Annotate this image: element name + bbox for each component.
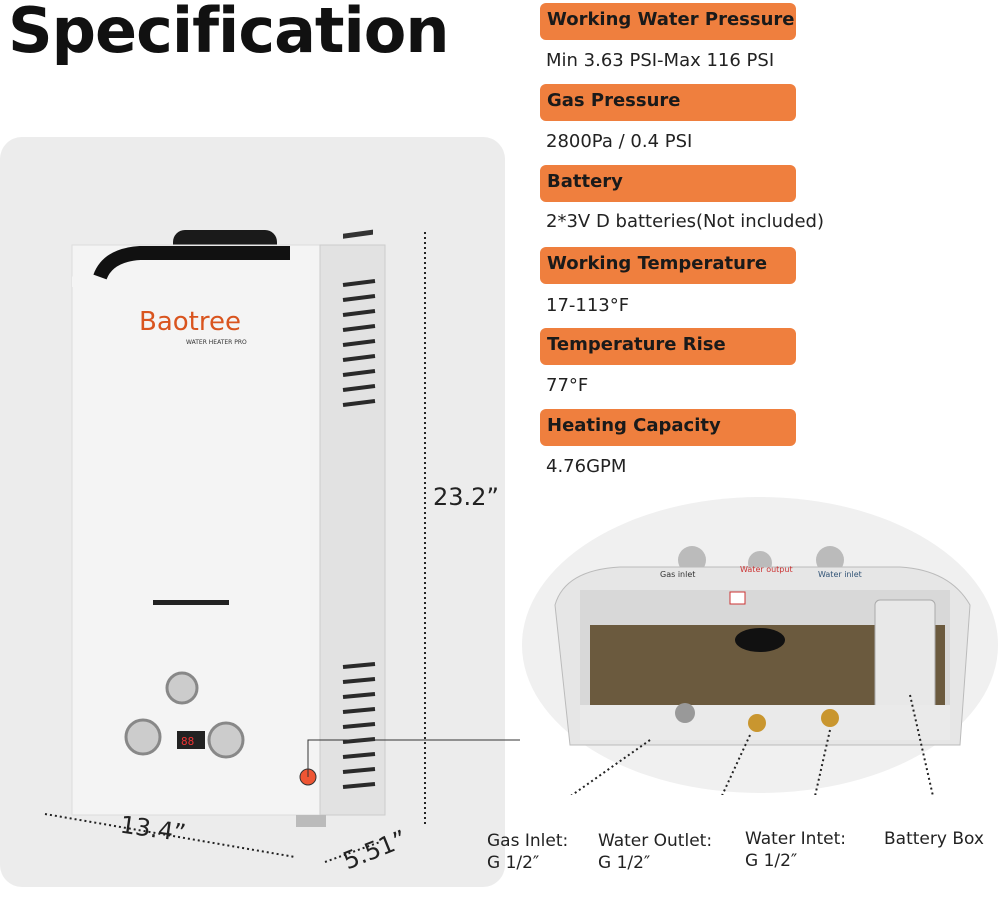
spec-label: Working Water Pressure xyxy=(540,3,796,40)
port-name: Gas Inlet: xyxy=(487,831,569,851)
brand-logo-text: Baotree xyxy=(139,307,241,337)
spec-label: Battery xyxy=(540,165,796,202)
port-gas-inlet: Gas Inlet:G 1/2″ xyxy=(487,830,568,874)
port-water-inlet: Water Intet:G 1/2″ xyxy=(745,828,846,872)
port-battery-box: Battery Box xyxy=(884,828,984,850)
port-size: G 1/2″ xyxy=(487,853,540,873)
spec-label: Gas Pressure xyxy=(540,84,796,121)
page-title: Specification xyxy=(8,0,450,67)
port-size: G 1/2″ xyxy=(745,851,798,871)
tag-water-output: Water output xyxy=(740,565,793,574)
spec-value: 4.76GPM xyxy=(546,456,627,477)
bottom-view-inset xyxy=(522,497,998,795)
height-dimension: 23.2” xyxy=(433,483,499,511)
spec-value: 17-113°F xyxy=(546,295,630,316)
spec-label: Working Temperature xyxy=(540,247,796,284)
port-water-outlet: Water Outlet:G 1/2″ xyxy=(598,830,712,874)
port-name: Water Intet: xyxy=(745,829,846,849)
spec-label: Temperature Rise xyxy=(540,328,796,365)
water-heater-illustration xyxy=(44,229,520,863)
brand-logo: Baotree xyxy=(139,307,241,337)
port-name: Water Outlet: xyxy=(598,831,713,851)
spec-value: 2800Pa / 0.4 PSI xyxy=(546,131,693,152)
spec-value: 2*3V D batteries(Not included) xyxy=(546,211,824,232)
spec-value: Min 3.63 PSI-Max 116 PSI xyxy=(546,50,775,71)
brand-subtitle: WATER HEATER PRO xyxy=(186,339,247,346)
port-name: Battery Box xyxy=(884,829,984,849)
spec-label: Heating Capacity xyxy=(540,409,796,446)
digital-display: 88 xyxy=(181,735,195,748)
port-size: G 1/2″ xyxy=(598,853,651,873)
tag-water-inlet: Water inlet xyxy=(818,570,862,579)
tag-gas-inlet: Gas inlet xyxy=(660,570,696,579)
spec-value: 77°F xyxy=(546,375,589,396)
